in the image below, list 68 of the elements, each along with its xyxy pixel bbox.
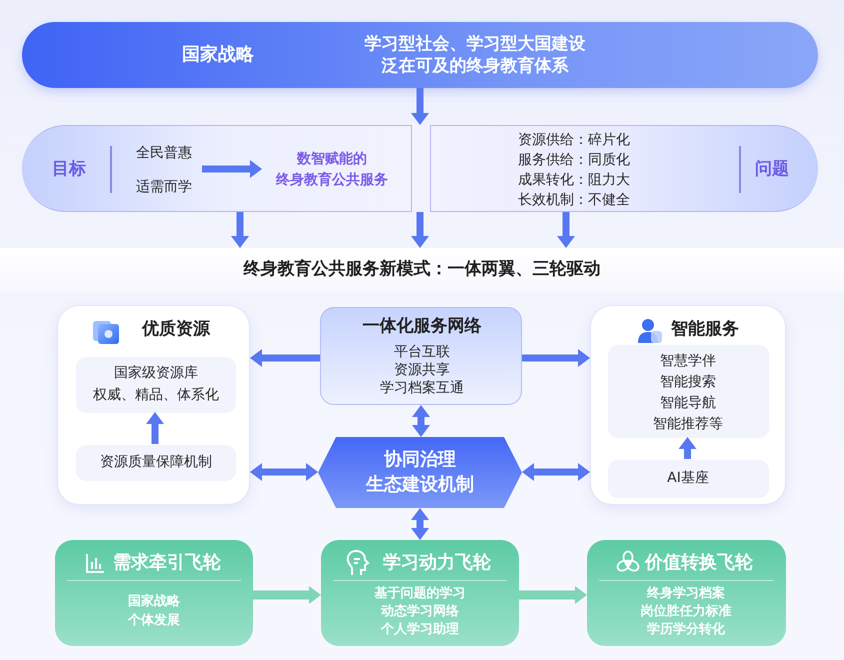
- arrow: [411, 212, 429, 248]
- card-title: 优质资源: [142, 319, 210, 341]
- arrow: [522, 349, 590, 367]
- node-text: 学习型社会、学习型大国建设: [364, 34, 586, 56]
- arrow: [411, 88, 429, 125]
- list-item: 智能推荐等: [653, 416, 723, 434]
- list-item: 国家战略: [128, 594, 180, 610]
- info-panel: [76, 357, 236, 413]
- band-title: 终身教育公共服务新模式：一体两翼、三轮驱动: [244, 259, 600, 281]
- list-item: 个人学习助理: [381, 622, 459, 638]
- card-title: 价值转换飞轮: [645, 552, 753, 574]
- list-item: 智慧学伴: [660, 353, 716, 371]
- list-item: 资源共享: [394, 362, 450, 380]
- node-title: 问题: [755, 159, 789, 181]
- node-title: 一体化服务网络: [362, 316, 482, 338]
- list-item: 资源供给：碎片化: [518, 132, 630, 150]
- info-panel: [608, 345, 769, 438]
- card-title: 智能服务: [671, 319, 739, 341]
- flywheel-card: [321, 540, 519, 646]
- arrow: [202, 160, 262, 178]
- node-text: 数智赋能的: [297, 151, 367, 169]
- node-title: 目标: [52, 159, 86, 181]
- list-item: 学习档案互通: [380, 380, 464, 398]
- node-text: AI基座: [667, 470, 709, 488]
- node-text: 权威、精品、体系化: [93, 387, 219, 405]
- list-item: 学历学分转化: [647, 622, 725, 638]
- arrow: [557, 212, 575, 248]
- arrow: [250, 349, 320, 367]
- node-title: 国家战略: [182, 44, 254, 66]
- node-text: 国家级资源库: [114, 365, 198, 383]
- arrow: [411, 508, 429, 540]
- list-item: 终身学习档案: [647, 586, 725, 602]
- list-item: 智能导航: [660, 395, 716, 413]
- list-item: 全民普惠: [136, 145, 192, 163]
- flywheel-card: [55, 540, 253, 646]
- list-item: 智能搜索: [660, 374, 716, 392]
- node-text: 泛在可及的终身教育体系: [382, 56, 568, 78]
- title-band: [0, 248, 844, 292]
- arrow: [678, 437, 696, 459]
- arrow: [146, 412, 164, 444]
- service-card: [590, 305, 786, 505]
- list-item: 服务供给：同质化: [518, 152, 630, 170]
- arrow: [250, 463, 318, 481]
- list-item: 成果转化：阻力大: [518, 172, 630, 190]
- network-box: [320, 307, 522, 405]
- node-text: 协同治理: [384, 448, 456, 472]
- arrow: [522, 463, 590, 481]
- list-item: 个体发展: [128, 612, 180, 630]
- list-item: 基于问题的学习: [374, 586, 466, 602]
- list-item: 动态学习网络: [381, 604, 459, 620]
- list-item: 平台互联: [394, 344, 450, 362]
- list-item: 长效机制：不健全: [518, 192, 630, 210]
- card-title: 学习动力飞轮: [383, 552, 491, 574]
- node-text: 资源质量保障机制: [100, 454, 212, 472]
- node-text: 终身教育公共服务: [276, 172, 388, 190]
- flywheel-card: [587, 540, 786, 646]
- strategy-banner: [22, 22, 818, 88]
- list-item: 适需而学: [136, 179, 192, 197]
- resource-card: [57, 305, 250, 505]
- arrow: [231, 212, 249, 248]
- arrow: [519, 586, 587, 604]
- arrow: [253, 586, 321, 604]
- list-item: 岗位胜任力标准: [640, 604, 732, 620]
- info-panel: [76, 445, 236, 481]
- card-title: 需求牵引飞轮: [113, 552, 221, 574]
- arrow: [412, 405, 430, 437]
- node-text: 生态建设机制: [366, 474, 474, 496]
- info-panel: [608, 460, 769, 498]
